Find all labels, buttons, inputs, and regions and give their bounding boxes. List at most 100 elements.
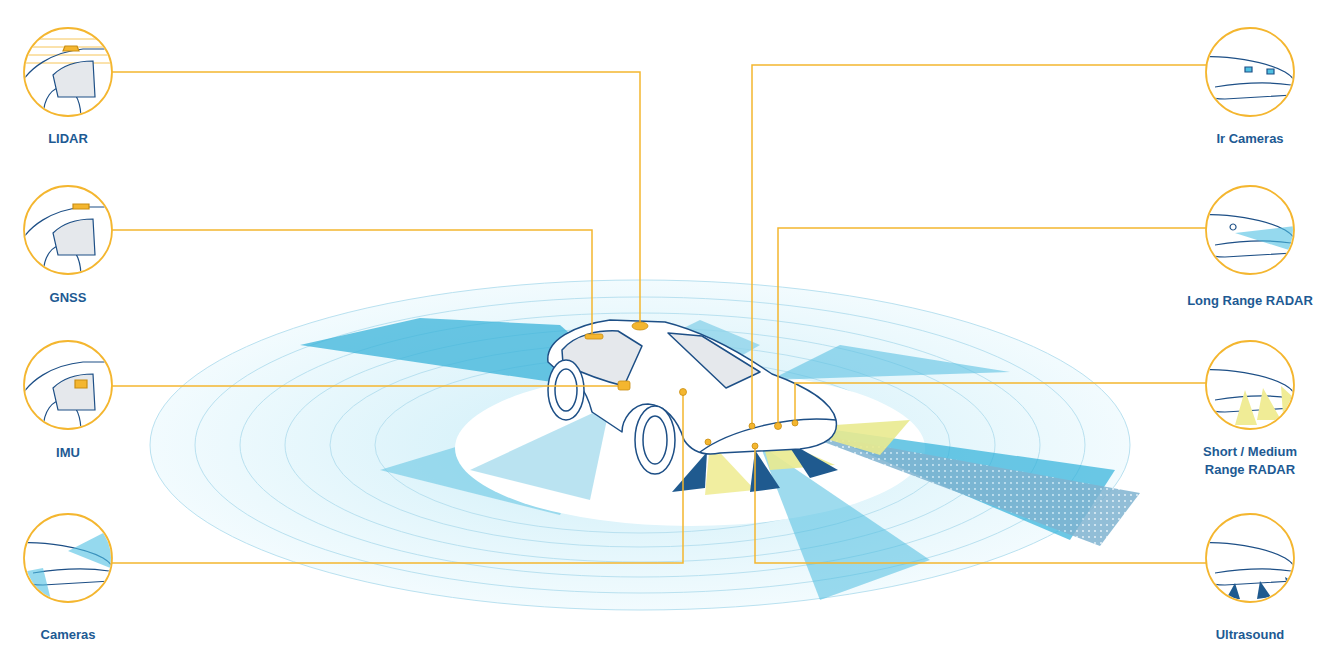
callout-circle (1205, 340, 1295, 430)
closeup-stroke (1257, 388, 1281, 420)
leader-line (752, 65, 1206, 425)
leader-line (112, 230, 592, 336)
callout-circle (23, 340, 113, 430)
range-ring (195, 297, 1085, 593)
rear-wheel (555, 369, 577, 411)
imu-marker (618, 381, 630, 390)
sensor-closeup (1200, 57, 1297, 122)
sensor-closeup (18, 204, 123, 277)
leader-lines (112, 65, 1206, 563)
sensor-label: LIDAR (0, 130, 143, 148)
ultrasound-cone (672, 452, 707, 492)
leader-line (755, 446, 1206, 563)
sensor-label: GNSS (0, 289, 143, 307)
camera-marker (680, 389, 687, 396)
sensor-closeup (18, 523, 123, 608)
closeup-stroke (1200, 260, 1223, 280)
closeup-stroke (18, 588, 41, 608)
sensor-label: Short / Medium Range RADAR (1188, 443, 1313, 479)
closeup-stroke (53, 219, 95, 255)
closeup-stroke (63, 46, 79, 51)
sensor-callout: Ultrasound (1170, 513, 1318, 650)
sensor-closeup (1200, 370, 1305, 435)
callout-circle (23, 513, 113, 603)
sensor-closeup (18, 362, 123, 432)
gnss-marker (585, 334, 603, 339)
closeup-stroke (1267, 69, 1274, 74)
closeup-stroke (1200, 588, 1223, 608)
sensor-label: Ultrasound (1182, 626, 1318, 644)
callout-circle (1205, 185, 1295, 275)
range-ring (150, 280, 1130, 610)
sensor-label: Long Range RADAR (1182, 292, 1318, 310)
sensor-markers (585, 322, 798, 449)
closeup-stroke (33, 569, 109, 573)
sensor-callout: LIDAR (0, 27, 148, 170)
sensor-callout: Short / Medium Range RADAR (1170, 340, 1318, 483)
closeup-stroke (53, 61, 95, 97)
circle-outline (24, 186, 112, 274)
leader-line (778, 228, 1206, 425)
sensor-callout: Long Range RADAR (1170, 185, 1318, 332)
ultrasound-marker (752, 443, 758, 449)
bumper-line (700, 419, 836, 452)
sensor-callout: Ir Cameras (1170, 27, 1318, 170)
camera-field (470, 405, 610, 500)
circle-outline (1206, 514, 1294, 602)
radar-marker (705, 439, 711, 445)
closeup-stroke (1215, 569, 1291, 573)
lidar-marker (632, 322, 648, 330)
circle-outline (24, 28, 112, 116)
closeup-stroke (1200, 102, 1223, 122)
closeup-stroke (1245, 67, 1252, 72)
leader-line (112, 394, 683, 563)
sensor-label: Cameras (0, 626, 143, 644)
car-outline (548, 320, 837, 474)
circle-outline (24, 341, 112, 429)
callout-circle (1205, 513, 1295, 603)
closeup-stroke (68, 523, 123, 573)
closeup-stroke (1200, 415, 1223, 435)
sensor-fields (300, 318, 1140, 600)
sensor-range-rings (150, 280, 1130, 610)
circle-outline (24, 514, 112, 602)
front-wheel (643, 416, 667, 464)
closeup-stroke (1200, 57, 1297, 99)
closeup-stroke (75, 380, 87, 388)
callout-circle (23, 27, 113, 117)
sensor-label: Ir Cameras (1182, 130, 1318, 148)
closeup-stroke (1215, 396, 1291, 400)
leader-line (795, 383, 1206, 422)
sensor-callout: GNSS (0, 185, 148, 329)
leader-line (112, 72, 640, 322)
sensor-closeup (1200, 215, 1305, 280)
leader-line (112, 385, 625, 387)
car-body (548, 320, 837, 454)
sensor-label: IMU (0, 444, 143, 462)
closeup-stroke (1235, 390, 1257, 425)
sensor-callout: IMU (0, 340, 148, 484)
radar-marker (775, 423, 782, 430)
callout-circle (1205, 27, 1295, 117)
front-field (770, 345, 1010, 380)
sensor-closeup (1200, 543, 1303, 608)
ir-camera-marker (749, 423, 755, 429)
closeup-stroke (1215, 83, 1291, 87)
closeup-stroke (23, 39, 113, 63)
windshield (668, 333, 760, 388)
radar-marker (792, 420, 798, 426)
closeup-stroke (1200, 543, 1297, 585)
closeup-stroke (1230, 224, 1236, 230)
callout-circle (23, 185, 113, 275)
sensor-callout: Cameras (0, 513, 148, 650)
rear-wheel (548, 360, 584, 420)
circle-outline (1206, 341, 1294, 429)
front-wheel (635, 406, 675, 474)
circle-outline (1206, 186, 1294, 274)
closeup-stroke (53, 374, 95, 410)
closeup-stroke (73, 204, 89, 209)
circle-outline (1206, 28, 1294, 116)
closeup-stroke (1257, 581, 1271, 599)
